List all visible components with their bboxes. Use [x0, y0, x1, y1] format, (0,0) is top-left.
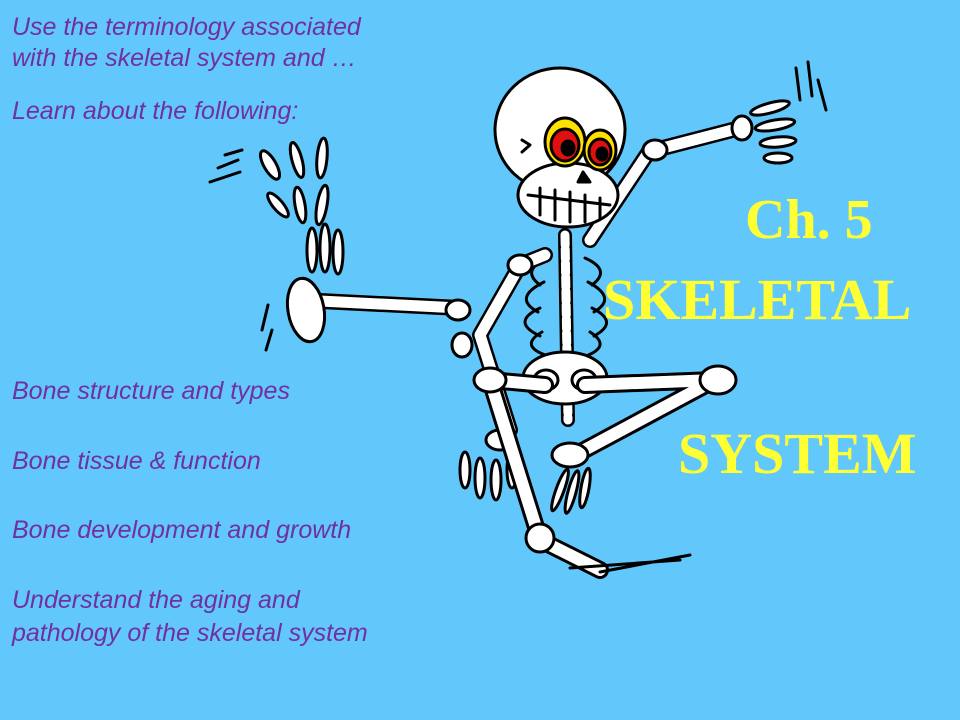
closing-line-2: pathology of the skeletal system — [12, 619, 368, 647]
topic-bone-tissue: Bone tissue & function — [12, 447, 261, 475]
topic-bone-structure: Bone structure and types — [12, 377, 290, 405]
title-skeletal: SKELETAL — [603, 267, 912, 332]
intro-line-1: Use the terminology associated — [12, 13, 361, 41]
intro-line-2: with the skeletal system and … — [12, 44, 357, 72]
closing-line-1: Understand the aging and — [12, 586, 300, 614]
chapter-label: Ch. 5 — [745, 189, 873, 251]
learn-heading: Learn about the following: — [12, 97, 299, 125]
topic-bone-development: Bone development and growth — [12, 516, 352, 544]
title-system: SYSTEM — [678, 421, 917, 486]
